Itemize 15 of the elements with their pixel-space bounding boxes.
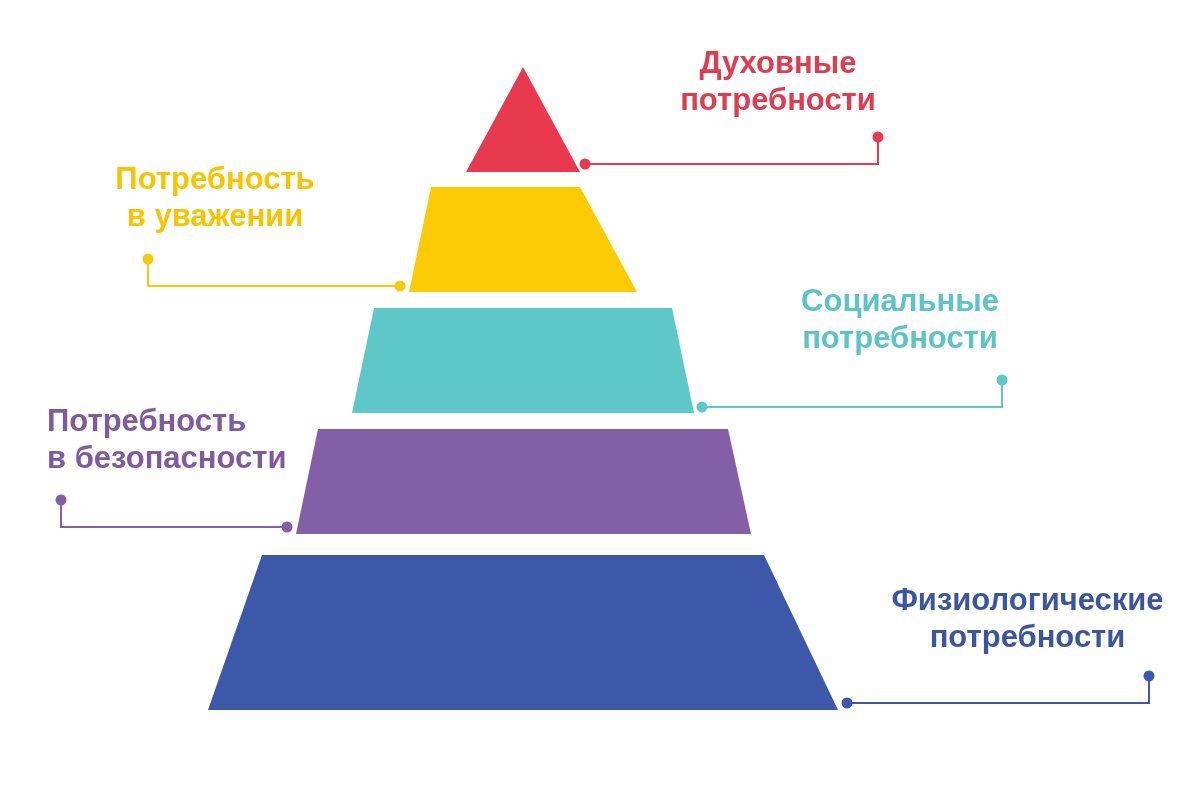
level-label: Духовные потребности: [680, 44, 876, 118]
pyramid-tier: [352, 308, 694, 413]
level-label: Потребность в уважении: [115, 160, 315, 234]
level-label: Социальные потребности: [801, 282, 999, 356]
pyramid-apex-triangle: [466, 67, 580, 172]
leader-line: [841, 670, 1155, 709]
leader-line: [55, 494, 293, 533]
leader-line: [579, 131, 884, 170]
leader-line: [142, 253, 406, 292]
pyramid-tier: [296, 429, 751, 534]
leader-line: [696, 374, 1008, 413]
level-label: Физиологические потребности: [891, 581, 1164, 655]
level-label: Потребность в безопасности: [47, 402, 287, 476]
pyramid-tier: [208, 555, 838, 710]
pyramid-tier: [409, 187, 637, 292]
